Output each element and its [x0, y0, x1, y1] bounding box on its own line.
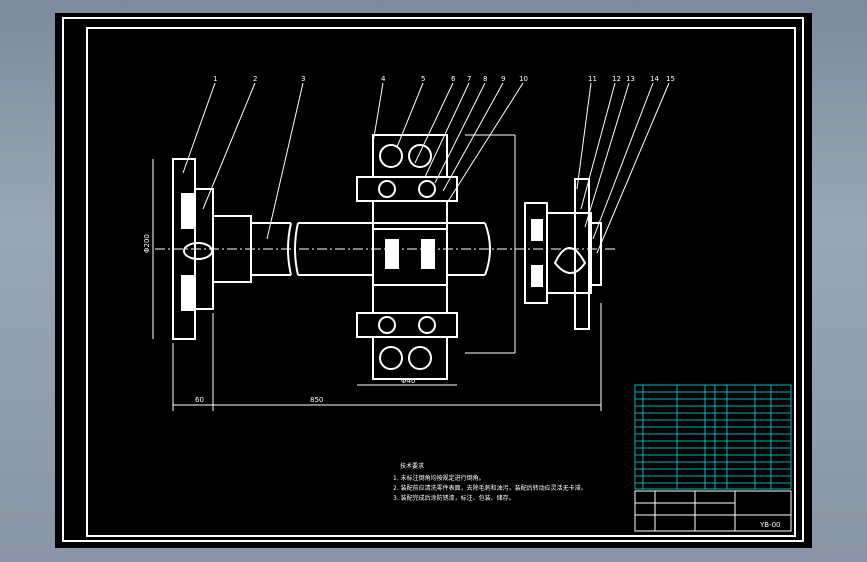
balloon-15: 15 [666, 75, 675, 83]
balloon-13: 13 [626, 75, 635, 83]
section-hatching [181, 193, 543, 311]
tech-req-line-3: 3. 装配完成后涂防锈漆，标注、包装、储存。 [393, 494, 515, 502]
balloon-11: 11 [588, 75, 597, 83]
key-slot [183, 242, 213, 260]
dim-overall: 850 [310, 396, 323, 404]
outer-frame [62, 17, 804, 542]
balloon-3: 3 [301, 75, 305, 83]
balloon-14: 14 [650, 75, 659, 83]
cad-viewport[interactable]: 850 60 Φ40 Φ200 1 2 3 4 5 6 7 8 9 10 11 … [55, 13, 812, 548]
balloon-12: 12 [612, 75, 621, 83]
inner-frame [86, 27, 796, 537]
tech-req-heading: 技术要求 [400, 462, 424, 470]
balloon-2: 2 [253, 75, 257, 83]
leader-lines [182, 82, 670, 254]
dim-bore: Φ40 [401, 377, 415, 385]
balloon-9: 9 [501, 75, 505, 83]
assembly-geometry [172, 134, 602, 380]
balloon-10: 10 [519, 75, 528, 83]
drawing-code: YB-00 [759, 521, 781, 529]
lower-housing [372, 336, 448, 380]
balloon-8: 8 [483, 75, 487, 83]
balloon-7: 7 [467, 75, 471, 83]
right-coupling [524, 202, 548, 304]
balloon-1: 1 [213, 75, 217, 83]
dim-center: 60 [195, 396, 204, 404]
balloon-5: 5 [421, 75, 425, 83]
tech-req-line-1: 1. 未标注倒角均按规定进行倒角。 [393, 474, 485, 482]
balloon-6: 6 [451, 75, 456, 83]
center-body [372, 222, 448, 286]
dimension-lines [152, 134, 615, 411]
right-flange [574, 178, 590, 330]
tech-req-line-2: 2. 装配前应清洗零件表面，去除毛刺和油污，装配后转动应灵活无卡滞。 [393, 484, 587, 492]
parts-list [634, 384, 792, 490]
title-block [634, 490, 792, 532]
assembly-drawing: 850 60 Φ40 Φ200 1 2 3 4 5 6 7 8 9 10 11 … [62, 17, 804, 542]
technical-requirements: 技术要求 1. 未标注倒角均按规定进行倒角。 2. 装配前应清洗零件表面，去除毛… [393, 462, 587, 502]
balloon-4: 4 [381, 75, 386, 83]
dim-flange: Φ200 [143, 234, 151, 253]
